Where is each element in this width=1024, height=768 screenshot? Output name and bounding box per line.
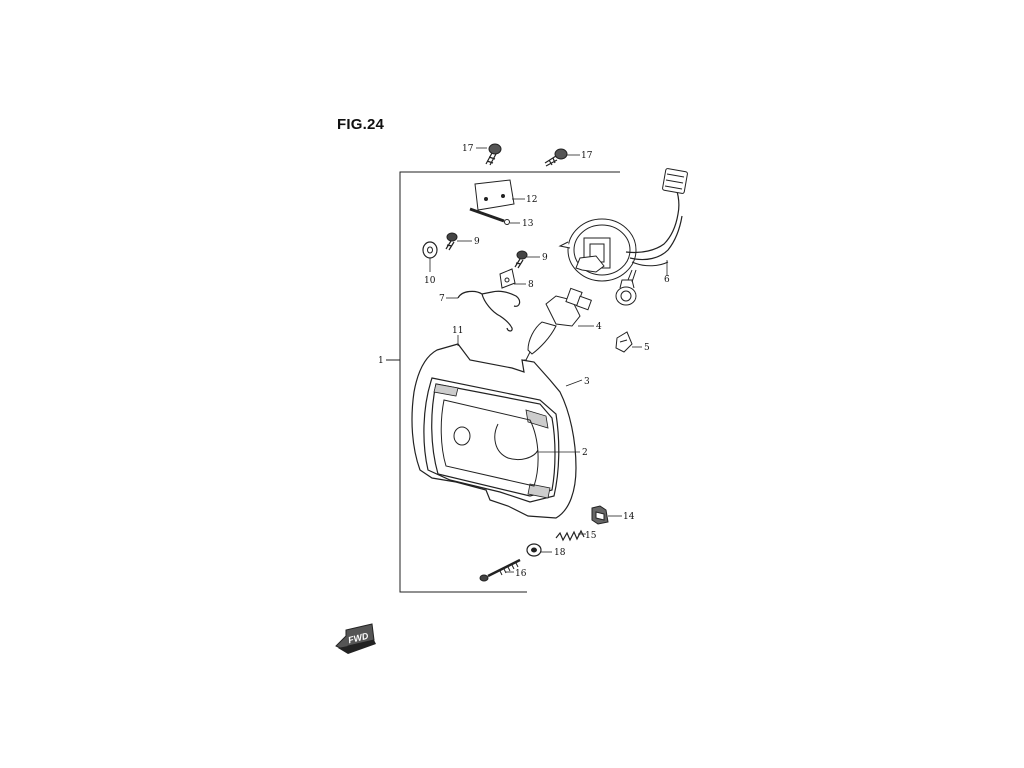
small-bulb-5 — [615, 331, 642, 353]
screw-9-right — [514, 250, 540, 269]
assembly-bracket — [386, 171, 620, 593]
callout-5: 5 — [644, 343, 650, 353]
screw-9-left — [445, 232, 472, 251]
housing-3 — [411, 343, 583, 519]
clip-8 — [499, 268, 526, 289]
lens-2 — [440, 399, 580, 487]
callout-4: 4 — [596, 322, 602, 332]
bulb-4 — [522, 287, 594, 365]
callout-9-right: 9 — [542, 253, 548, 263]
fwd-direction-badge: FWD — [335, 623, 376, 654]
callout-8: 8 — [528, 280, 534, 290]
callout-11: 11 — [452, 326, 463, 336]
nut-clip-14 — [591, 505, 622, 525]
callout-15: 15 — [585, 531, 597, 541]
callout-9-left: 9 — [474, 237, 480, 247]
spring-15 — [555, 529, 586, 542]
callout-17-right: 17 — [581, 151, 593, 161]
callout-12: 12 — [526, 195, 537, 205]
callout-17-left: 17 — [462, 144, 474, 154]
callout-2: 2 — [582, 448, 588, 458]
wire-spring-7 — [446, 290, 521, 332]
callout-3: 3 — [584, 377, 590, 387]
callout-1: 1 — [378, 356, 384, 366]
fwd-label: FWD — [347, 630, 370, 645]
callout-7: 7 — [439, 294, 445, 304]
callout-13: 13 — [522, 219, 534, 229]
callout-6: 6 — [664, 275, 670, 285]
callout-16: 16 — [515, 569, 527, 579]
rod-13 — [469, 207, 520, 225]
washer-10 — [422, 241, 438, 272]
socket-harness-6 — [558, 168, 688, 306]
bolt-16 — [479, 558, 521, 582]
figure-title: FIG.24 — [337, 116, 385, 133]
callout-18: 18 — [554, 548, 566, 558]
screw-17-right — [544, 148, 580, 167]
screw-17-left — [476, 143, 502, 166]
bracket-plate-12 — [474, 179, 525, 211]
washer-18 — [526, 543, 552, 557]
callout-10: 10 — [424, 276, 436, 286]
arrow-icon — [335, 623, 376, 654]
callout-14: 14 — [623, 512, 635, 522]
